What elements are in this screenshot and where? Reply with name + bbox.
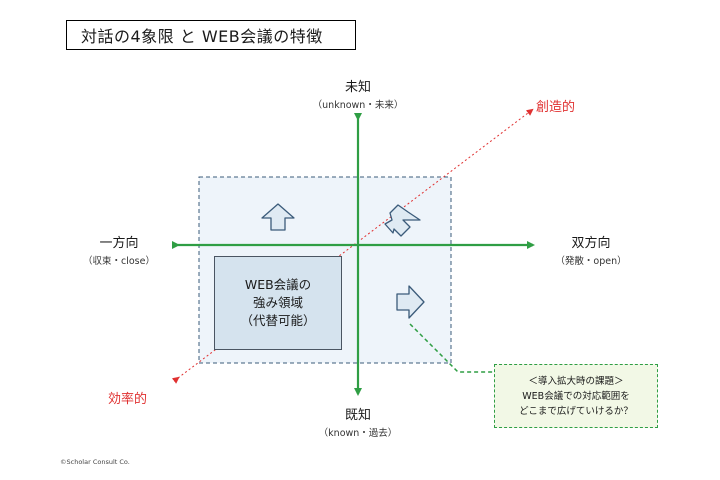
strength-line-2: 強み領域 — [252, 295, 303, 310]
axis-right-sub: （発散・open） — [555, 256, 627, 267]
issue-line-1: WEB会議での対応範囲を — [522, 390, 630, 402]
axis-label-left: 一方向 （収束・close） — [64, 232, 174, 267]
arrow-up-right-icon — [384, 204, 421, 237]
arrow-up-icon — [261, 203, 295, 231]
issue-connector — [409, 323, 494, 373]
diagram-title-text: 対話の4象限 と WEB会議の特徴 — [81, 27, 323, 46]
axis-label-bottom: 既知 （known・過去） — [300, 404, 416, 439]
issue-line-2: どこまで広げていけるか？ — [519, 405, 633, 417]
diagram-title: 対話の4象限 と WEB会議の特徴 — [66, 20, 356, 50]
issue-title: ＜導入拡大時の課題＞ — [528, 375, 624, 387]
axis-bottom-main: 既知 — [344, 408, 371, 423]
issue-box: ＜導入拡大時の課題＞ WEB会議での対応範囲を どこまで広げていけるか？ — [494, 364, 658, 428]
strength-area-box: WEB会議の 強み領域 （代替可能） — [214, 256, 342, 350]
axis-bottom-sub: （known・過去） — [318, 428, 398, 439]
axis-left-sub: （収束・close） — [83, 256, 155, 267]
axis-left-main: 一方向 — [99, 236, 139, 251]
axis-top-main: 未知 — [344, 80, 371, 95]
strength-line-3: （代替可能） — [240, 313, 316, 328]
diagonal-label-creative: 創造的 — [536, 100, 576, 115]
strength-line-1: WEB会議の — [244, 277, 312, 292]
axis-label-right: 双方向 （発散・open） — [536, 232, 646, 267]
axis-top-sub: （unknown・未来） — [312, 100, 404, 111]
axis-right-main: 双方向 — [571, 236, 611, 251]
diagonal-label-efficient: 効率的 — [108, 392, 148, 407]
copyright: ©Scholar Consult Co. — [60, 458, 130, 466]
axis-label-top: 未知 （unknown・未来） — [300, 76, 416, 111]
arrow-right-icon — [396, 285, 425, 319]
